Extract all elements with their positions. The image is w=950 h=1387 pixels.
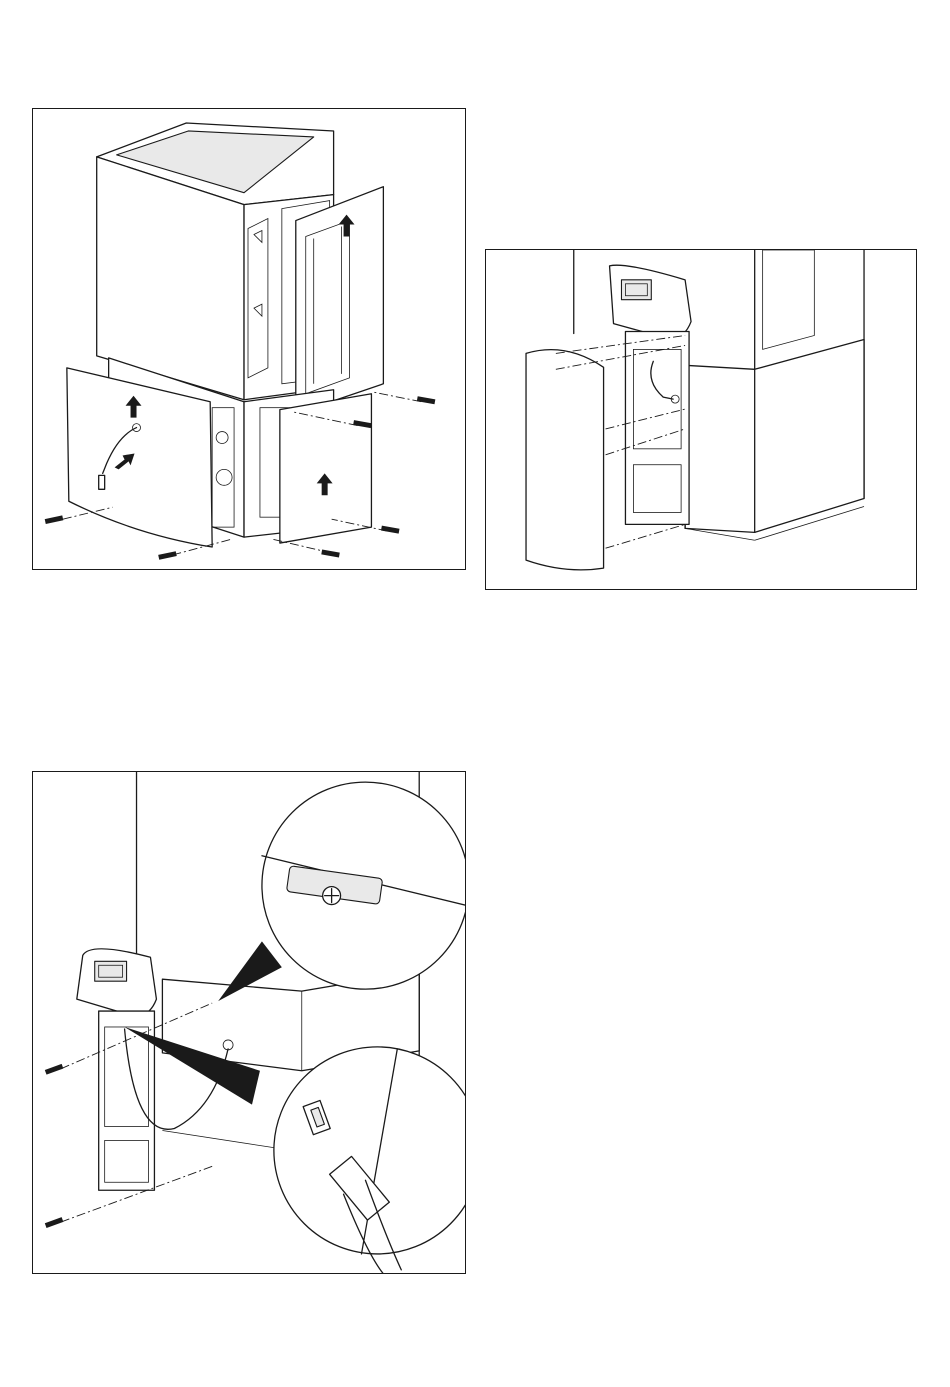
mounting-frame xyxy=(625,332,689,525)
control-panel xyxy=(610,265,692,339)
upper-side-panel xyxy=(296,187,384,414)
front-cover-illustration xyxy=(486,250,916,589)
figure-panel-removal xyxy=(32,108,466,570)
panel-removal-illustration xyxy=(33,109,465,569)
control-panel xyxy=(77,949,157,1017)
figure-control-panel-mounting xyxy=(32,771,466,1274)
front-cover xyxy=(526,350,604,570)
detail-magnifier-icon xyxy=(218,782,465,1001)
control-panel-mounting-illustration xyxy=(33,772,465,1273)
figure-front-cover-removal xyxy=(485,249,917,590)
lower-side-panel xyxy=(280,394,372,543)
